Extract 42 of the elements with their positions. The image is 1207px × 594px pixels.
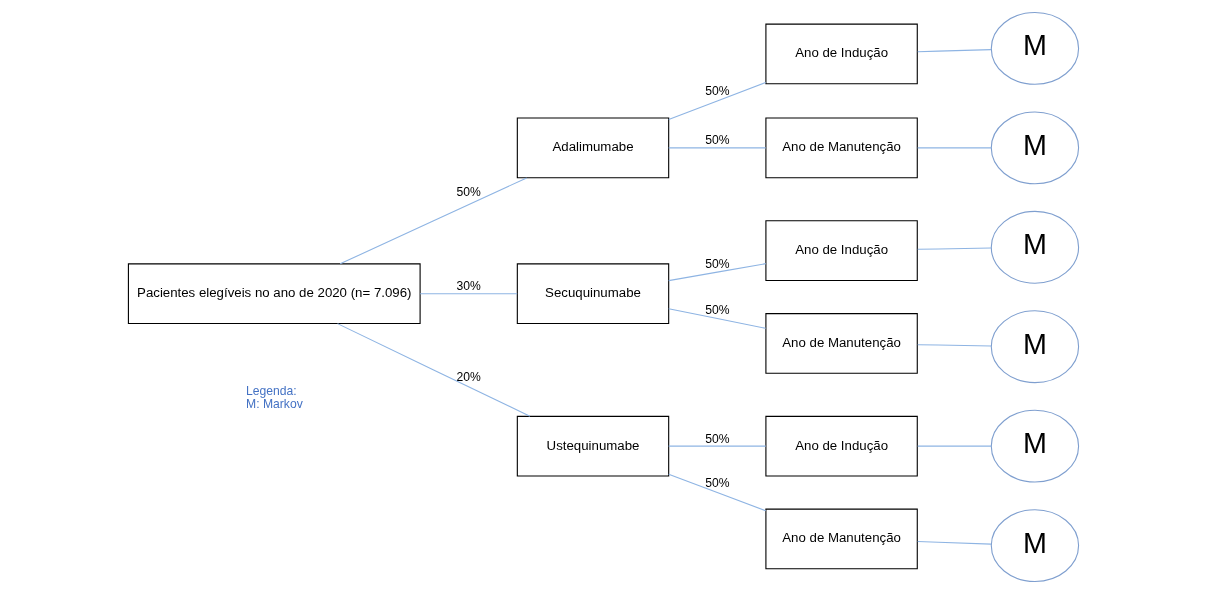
node-box: Secuquinumabe [516, 263, 670, 325]
node-ellipse: M [990, 409, 1080, 483]
node-ellipse: M [990, 11, 1080, 85]
connector [917, 344, 992, 347]
label: Legenda: [246, 384, 297, 399]
connector [336, 323, 531, 417]
edge-label: 50% [705, 303, 730, 318]
connector [668, 445, 767, 447]
node-box: Ano de Manutenção [765, 117, 918, 179]
connector [668, 308, 767, 329]
edge-label: 20% [456, 369, 481, 384]
connector [668, 473, 767, 512]
edge-label: 50% [705, 257, 730, 272]
node-ellipse: M [990, 310, 1080, 384]
node-box: Pacientes elegíveis no ano de 2020 (n= 7.096) [127, 263, 421, 325]
node-box: Ano de Indução [765, 23, 918, 85]
edge-label: 50% [705, 475, 730, 490]
node-ellipse: M [990, 509, 1080, 583]
connector [668, 147, 767, 149]
connector [339, 177, 528, 265]
node-ellipse: M [990, 111, 1080, 185]
connector [917, 147, 992, 149]
node-box: Ano de Manutenção [765, 508, 918, 570]
node-box: Ano de Manutenção [765, 313, 918, 374]
connector [917, 247, 992, 250]
node-box: Adalimumabe [516, 117, 670, 179]
edge-label: 50% [705, 431, 730, 446]
connector [419, 293, 518, 295]
connector [917, 541, 992, 545]
connector [668, 263, 767, 282]
node-box: Ano de Indução [765, 415, 918, 477]
edge-label: 50% [705, 133, 730, 148]
edge-label: 30% [456, 279, 481, 294]
node-ellipse: M [990, 210, 1080, 284]
connector [917, 445, 992, 447]
connector [668, 81, 767, 120]
node-box: Ustequinumabe [516, 415, 670, 477]
node-box: Ano de Indução [765, 220, 918, 281]
edge-label: 50% [456, 185, 481, 200]
connector [917, 49, 992, 53]
edge-label: 50% [705, 83, 730, 98]
label: M: Markov [246, 397, 303, 412]
